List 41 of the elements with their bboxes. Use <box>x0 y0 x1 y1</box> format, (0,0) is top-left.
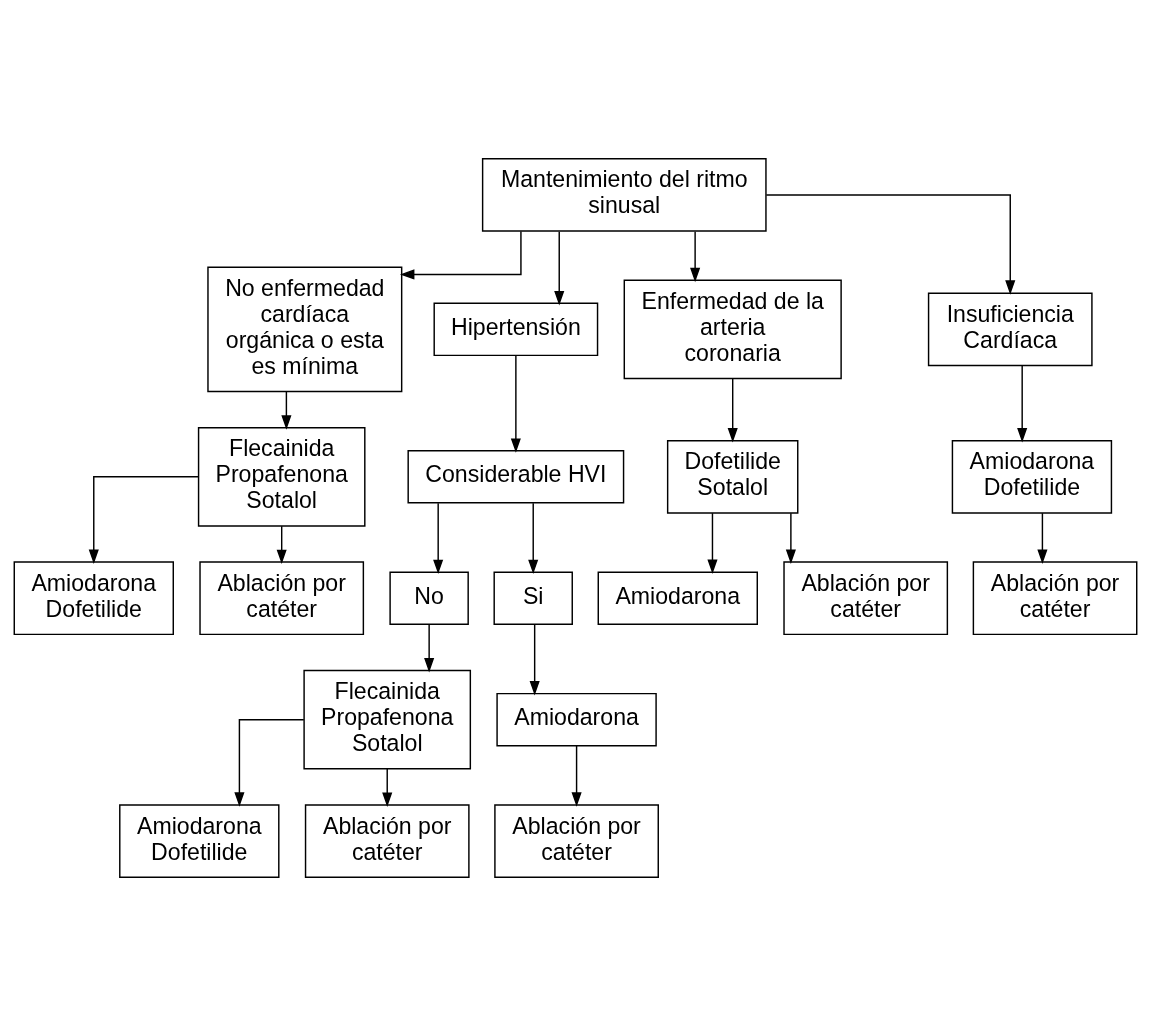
node-box: Enfermedad de la arteria coronaria <box>623 279 842 380</box>
node-box: Ablación por catéter <box>199 561 365 636</box>
node-box: Ablación por catéter <box>783 561 949 636</box>
arrow <box>1017 365 1028 443</box>
node-box: Amiodarona <box>597 571 758 625</box>
node-box: Amiodarona Dofetilide <box>119 804 280 878</box>
arrow <box>690 230 701 283</box>
arrow <box>1037 512 1048 565</box>
node-box: No enfermedad cardíaca orgánica o esta es mínima <box>207 266 403 393</box>
node-box: Considerable HVI <box>407 450 625 504</box>
node-box: Ablación por catéter <box>494 804 659 878</box>
arrow <box>707 512 718 575</box>
node-box: No <box>389 571 469 625</box>
arrow <box>276 525 287 565</box>
arrow <box>765 194 1016 295</box>
arrow <box>785 512 796 565</box>
arrow <box>727 378 738 443</box>
node-box: Dofetilide Sotalol <box>666 439 799 514</box>
arrow <box>529 623 540 696</box>
node-box: Insuficiencia Cardíaca <box>927 292 1093 367</box>
node-box: Hipertensión <box>433 302 599 357</box>
node-box: Amiodarona Dofetilide <box>13 561 174 636</box>
arrow <box>554 230 565 306</box>
arrow <box>234 718 305 807</box>
node-box: Mantenimiento del ritmo sinusal <box>481 158 767 232</box>
node-box: Si <box>493 571 573 625</box>
arrow <box>528 502 539 575</box>
arrow <box>424 623 435 673</box>
arrow <box>510 355 521 453</box>
arrow <box>281 391 292 430</box>
node-box: Amiodarona <box>496 692 657 747</box>
arrow <box>382 768 393 807</box>
arrow <box>88 476 199 564</box>
node-box: Amiodarona Dofetilide <box>951 439 1113 514</box>
arrow <box>433 502 444 575</box>
node-box: Flecainida Propafenona Sotalol <box>303 669 472 770</box>
node-box: Flecainida Propafenona Sotalol <box>197 426 366 527</box>
node-box: Ablación por catéter <box>972 561 1138 636</box>
arrow <box>399 230 522 280</box>
arrow <box>571 745 582 807</box>
node-box: Ablación por catéter <box>304 804 470 878</box>
